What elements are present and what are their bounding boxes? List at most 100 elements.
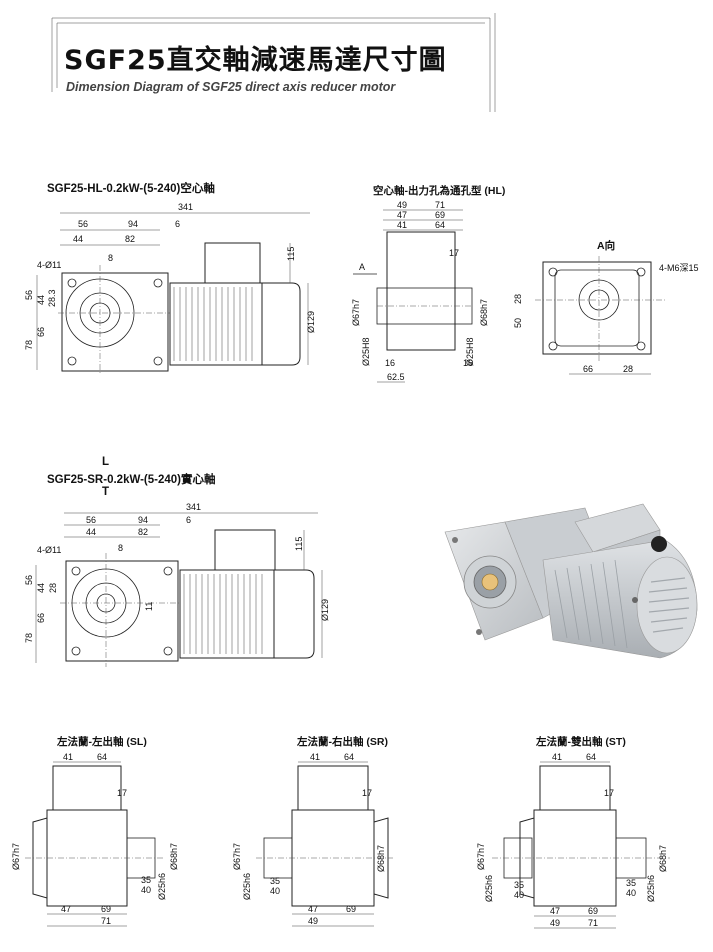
hollow-d68: Ø68h7 xyxy=(479,299,489,326)
a-view-drawing: 4-M6深15 28 50 66 28 xyxy=(513,256,699,375)
hl-v66: 66 xyxy=(36,327,46,337)
st-d25a: Ø25h6 xyxy=(484,875,494,902)
sl-41: 41 xyxy=(63,752,73,762)
hollow-arrow-a: A xyxy=(359,262,365,272)
sr2-label: 左法蘭-右出軸 (SR) xyxy=(297,736,388,748)
hollow-drawing: 49 71 47 69 41 64 17 A Ø67h7 Ø68h7 Ø25H8… xyxy=(351,200,489,383)
st-d68: Ø68h7 xyxy=(658,845,668,872)
hollow-d67: Ø67h7 xyxy=(351,299,361,326)
st-17: 17 xyxy=(604,788,614,798)
hl-v44: 44 xyxy=(36,295,46,305)
sr2-47: 47 xyxy=(308,904,318,914)
sr-dim-6: 6 xyxy=(186,515,191,525)
sr-label-t: T xyxy=(102,486,110,498)
hl-holes: 4-Ø11 xyxy=(37,260,61,270)
hollow-49: 49 xyxy=(397,200,407,210)
hollow-d25b: Ø25H8 xyxy=(465,337,475,366)
sr2-17: 17 xyxy=(362,788,372,798)
st-40a: 40 xyxy=(514,890,524,900)
sr2-41: 41 xyxy=(310,752,320,762)
hollow-16a: 16 xyxy=(385,358,395,368)
sr2-69: 69 xyxy=(346,904,356,914)
sl-label: 左法蘭-左出軸 (SL) xyxy=(57,736,147,748)
sr-v66: 66 xyxy=(36,613,46,623)
sr2-d25: Ø25h6 xyxy=(242,873,252,900)
sr-holes: 4-Ø11 xyxy=(37,545,61,555)
hollow-16b: 16 xyxy=(463,358,473,368)
sr2-64: 64 xyxy=(344,752,354,762)
st-64: 64 xyxy=(586,752,596,762)
sr-dim-82: 82 xyxy=(138,527,148,537)
hollow-69: 69 xyxy=(435,210,445,220)
sl-d25: Ø25h6 xyxy=(157,873,167,900)
sr-dia129: Ø129 xyxy=(320,599,330,621)
st-49: 49 xyxy=(550,918,560,928)
sr-d11: 11 xyxy=(144,602,154,611)
hl-v78: 78 xyxy=(24,340,34,350)
sl-35: 35 xyxy=(141,875,151,885)
hl-dim-82: 82 xyxy=(125,234,135,244)
sr-label-post: -0.2kW-(5-240)實心軸 xyxy=(103,474,216,486)
hollow-d25a: Ø25H8 xyxy=(361,337,371,366)
hl-dia129: Ø129 xyxy=(306,311,316,333)
st-69: 69 xyxy=(588,906,598,916)
sr-label-sr: SR xyxy=(87,474,104,486)
st-d67: Ø67h7 xyxy=(476,843,486,870)
sl-drawing: 41 64 17 Ø67h7 Ø68h7 Ø25h6 35 40 47 69 7… xyxy=(11,752,179,927)
sr-dim-8: 8 xyxy=(118,543,123,553)
st-71: 71 xyxy=(588,918,598,928)
sr-label-l: L xyxy=(102,456,110,468)
sr-drawing: 341 56 94 6 44 82 8 4-Ø11 78 56 44 28 66… xyxy=(24,502,330,667)
sr-v44: 44 xyxy=(36,583,46,593)
sl-17: 17 xyxy=(117,788,127,798)
hl-drawing: 341 56 94 6 44 82 8 4-Ø11 78 56 44 28.3 … xyxy=(24,202,316,375)
hollow-label: 空心軸-出力孔為通孔型 (HL) xyxy=(373,185,506,197)
hollow-47: 47 xyxy=(397,210,407,220)
page-subtitle: Dimension Diagram of SGF25 direct axis r… xyxy=(66,80,396,94)
hl-v28: 28.3 xyxy=(47,289,57,307)
st-d25b: Ø25h6 xyxy=(646,875,656,902)
sr2-drawing: 41 64 17 Ø67h7 Ø68h7 Ø25h6 35 40 47 69 4… xyxy=(232,752,393,927)
hl-h115: 115 xyxy=(286,247,296,261)
sr-v28: 28 xyxy=(48,583,58,593)
sl-d67: Ø67h7 xyxy=(11,843,21,870)
hl-dim-8: 8 xyxy=(108,253,113,263)
hl-dim-44: 44 xyxy=(73,234,83,244)
sr-dim-94: 94 xyxy=(138,515,148,525)
a-view-66: 66 xyxy=(583,364,593,374)
hollow-62: 62.5 xyxy=(387,372,405,382)
hollow-71: 71 xyxy=(435,200,445,210)
hl-dim-56: 56 xyxy=(78,219,88,229)
a-view-50: 50 xyxy=(513,318,523,328)
sl-71: 71 xyxy=(101,916,111,926)
hl-v56: 56 xyxy=(24,290,34,300)
hollow-64: 64 xyxy=(435,220,445,230)
sr-h115: 115 xyxy=(294,537,304,551)
st-35b: 35 xyxy=(626,878,636,888)
a-view-m6: 4-M6深15 xyxy=(659,263,699,273)
sl-d68: Ø68h7 xyxy=(169,843,179,870)
sr-v56: 56 xyxy=(24,575,34,585)
a-view-28b: 28 xyxy=(623,364,633,374)
header-frame xyxy=(51,13,496,112)
hl-dim-94: 94 xyxy=(128,219,138,229)
sr-dim-44: 44 xyxy=(86,527,96,537)
hollow-41: 41 xyxy=(397,220,407,230)
sr-dim-total: 341 xyxy=(186,502,201,512)
st-47: 47 xyxy=(550,906,560,916)
st-41: 41 xyxy=(552,752,562,762)
sr-label: SGF25-SR-0.2kW-(5-240)實心軸 xyxy=(47,471,216,487)
sr2-d67: Ø67h7 xyxy=(232,843,242,870)
hollow-17: 17 xyxy=(449,248,459,258)
hl-dim-6: 6 xyxy=(175,219,180,229)
page-title: SGF25直交軸減速馬達尺寸圖 xyxy=(64,45,447,76)
sr-label-pre: SGF25- xyxy=(47,474,88,486)
gear-motor-photo xyxy=(444,503,698,659)
st-35a: 35 xyxy=(514,880,524,890)
hl-label: SGF25-HL-0.2kW-(5-240)空心軸 xyxy=(47,183,215,195)
sr2-40: 40 xyxy=(270,886,280,896)
st-label: 左法蘭-雙出軸 (ST) xyxy=(536,736,626,748)
sr-v78: 78 xyxy=(24,633,34,643)
st-drawing: 41 64 17 Ø67h7 Ø68h7 Ø25h6 Ø25h6 35 40 3… xyxy=(476,752,670,929)
sr-dim-56: 56 xyxy=(86,515,96,525)
